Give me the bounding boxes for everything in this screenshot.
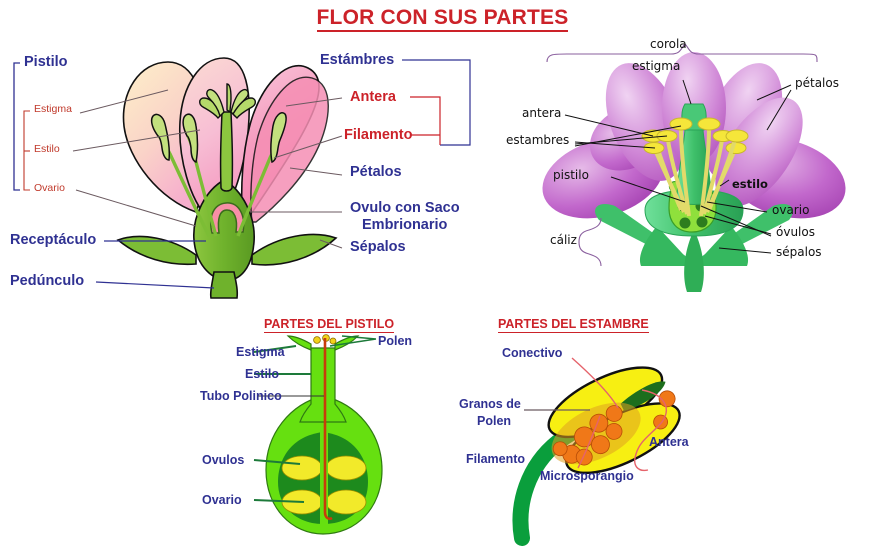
label-estambres-purple: estambres bbox=[506, 133, 570, 147]
label-petalos-purple: pétalos bbox=[795, 76, 839, 90]
purple-leader-lines bbox=[564, 79, 792, 254]
ovule-top-left bbox=[281, 455, 323, 481]
label-estilo-purple: estilo bbox=[732, 177, 768, 191]
label-microsporangio: Microsporangio bbox=[540, 469, 634, 483]
label-conectivo: Conectivo bbox=[502, 346, 563, 360]
label-antera: Antera bbox=[350, 89, 396, 105]
ovule-3 bbox=[679, 217, 691, 229]
sepal-lower-right bbox=[694, 226, 749, 266]
page-title-text: FLOR CON SUS PARTES bbox=[316, 6, 569, 32]
label-ovario-purple: ovario bbox=[772, 203, 810, 217]
label-receptaculo: Receptáculo bbox=[10, 232, 97, 248]
label-pistilo: Pistilo bbox=[24, 54, 68, 70]
stigma bbox=[199, 83, 256, 120]
panel-main-flower: Pistilo Estigma Estilo Ovario Receptácul… bbox=[0, 40, 490, 300]
bracket-pistilo-parts bbox=[23, 110, 30, 191]
label-sepalos: Sépalos bbox=[350, 239, 406, 255]
pollen-grains bbox=[552, 405, 623, 466]
anther-2 bbox=[182, 113, 199, 163]
sepal-lower-left bbox=[639, 226, 694, 266]
label-caliz: cáliz bbox=[550, 233, 577, 247]
label-tubo-polinico: Tubo Polinico bbox=[200, 389, 282, 403]
pollen-grain-3 bbox=[329, 337, 337, 345]
label-estigma: Estigma bbox=[34, 103, 72, 115]
label-granos-polen-line2: Polen bbox=[477, 414, 512, 428]
connective bbox=[620, 381, 666, 411]
panel-stamen: PARTES DEL ESTAMBRE bbox=[450, 312, 750, 556]
label-estigma-purple: estigma bbox=[632, 59, 681, 73]
style bbox=[219, 111, 234, 192]
label-pedunculo: Pedúnculo bbox=[10, 273, 85, 289]
label-granos-polen-line1: Granos de bbox=[459, 397, 521, 411]
bracket-estambres bbox=[402, 59, 471, 146]
stigma-left bbox=[286, 335, 312, 351]
ovule-top-right bbox=[325, 455, 367, 481]
label-estilo-pistil: Estilo bbox=[245, 367, 280, 381]
petal-right-outer bbox=[250, 76, 329, 223]
stamen-leader-lines bbox=[571, 357, 667, 472]
pollen-stray-1 bbox=[658, 390, 676, 408]
style bbox=[299, 347, 347, 423]
anther-1 bbox=[150, 113, 170, 161]
sepal-left bbox=[116, 235, 197, 266]
main-flower-illustration bbox=[13, 57, 471, 299]
peduncle bbox=[209, 271, 239, 299]
panel-purple-flower: corola estigma pétalos antera estambres … bbox=[495, 30, 885, 300]
sepal-right bbox=[251, 233, 338, 266]
label-ovulos-pistil: Ovulos bbox=[202, 453, 245, 467]
bracket-caliz bbox=[578, 217, 602, 267]
petal-right-2 bbox=[715, 97, 803, 207]
label-ovario-pistil: Ovario bbox=[202, 493, 242, 507]
stamen-illustration bbox=[512, 357, 681, 546]
bracket-antera-filamento bbox=[410, 96, 441, 145]
leader-lines-left bbox=[72, 89, 201, 227]
bracket-pistilo bbox=[13, 62, 20, 191]
label-pistilo-purple: pistilo bbox=[553, 168, 589, 182]
label-ovulos-purple: óvulos bbox=[776, 225, 815, 239]
label-ovario: Ovario bbox=[34, 182, 65, 194]
leader-lines-right bbox=[250, 97, 343, 249]
label-filamento-stamen: Filamento bbox=[466, 452, 526, 466]
ovule-bottom-right bbox=[325, 489, 367, 515]
anther bbox=[547, 366, 681, 475]
anther-3 bbox=[270, 112, 287, 163]
pistil-leader-polen bbox=[329, 335, 377, 347]
page-title: FLOR CON SUS PARTES bbox=[0, 6, 885, 32]
label-sepalos-purple: sépalos bbox=[776, 245, 822, 259]
label-ovulo-saco-line1: Ovulo con Saco bbox=[350, 200, 460, 216]
label-antera-stamen: Antera bbox=[649, 435, 689, 449]
pollen-tube bbox=[323, 338, 333, 521]
pollen-grain-1 bbox=[313, 336, 321, 344]
purple-flower-illustration bbox=[542, 43, 846, 292]
label-estilo: Estilo bbox=[34, 143, 60, 155]
label-ovulo-saco-line2: Embrionario bbox=[362, 217, 448, 233]
ovule-4 bbox=[696, 216, 708, 228]
panel-pistil: PARTES DEL PISTILO bbox=[180, 312, 455, 556]
sepal-bottom bbox=[684, 230, 704, 292]
pistil-leader-lines bbox=[253, 345, 311, 503]
label-estigma-pistil: Estigma bbox=[236, 345, 285, 359]
label-filamento: Filamento bbox=[344, 127, 413, 143]
ovule-embryo-sac bbox=[210, 202, 245, 234]
label-polen: Polen bbox=[378, 334, 413, 348]
label-antera-purple: antera bbox=[522, 106, 562, 120]
bracket-corola bbox=[546, 43, 818, 63]
pistil-illustration bbox=[253, 334, 383, 535]
label-estambres: Estámbres bbox=[320, 52, 395, 68]
label-corola: corola bbox=[650, 37, 687, 51]
pistil-title: PARTES DEL PISTILO bbox=[264, 317, 395, 333]
leader-pedunculo bbox=[95, 281, 215, 289]
stamen-title: PARTES DEL ESTAMBRE bbox=[498, 317, 649, 333]
label-petalos: Pétalos bbox=[350, 164, 402, 180]
